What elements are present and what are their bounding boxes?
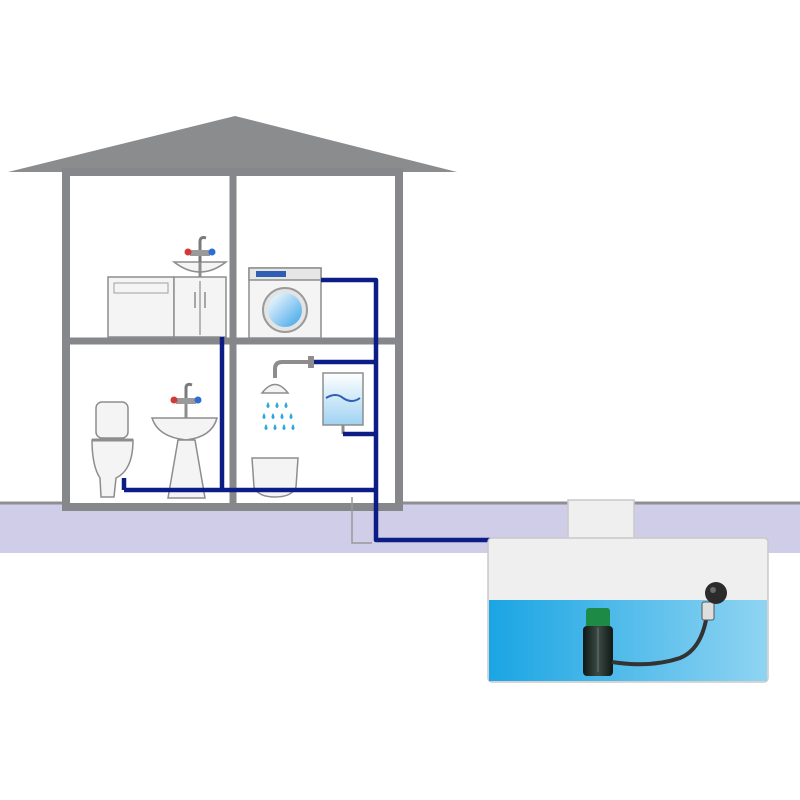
shower-water-drops bbox=[262, 402, 295, 430]
float-switch-icon bbox=[701, 582, 727, 621]
shower-head-icon bbox=[260, 356, 314, 394]
house-roof-icon bbox=[8, 116, 457, 172]
drain-conduit bbox=[351, 497, 372, 544]
rainwater-tank-icon bbox=[487, 499, 769, 683]
washbasin-cabinet-icon bbox=[107, 236, 229, 338]
house bbox=[8, 116, 457, 511]
water-heater-icon bbox=[322, 372, 364, 434]
toilet-icon bbox=[91, 401, 134, 498]
float-switch-cable bbox=[611, 619, 708, 667]
pedestal-sink-icon bbox=[150, 382, 218, 499]
washing-machine-icon bbox=[248, 267, 322, 339]
submersible-pump-icon bbox=[583, 608, 613, 676]
